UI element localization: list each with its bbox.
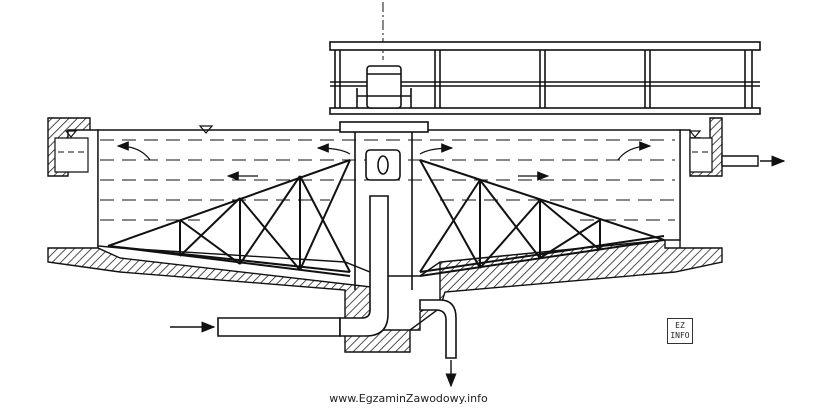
drive-motor <box>356 65 412 109</box>
inlet-pipe <box>217 317 341 337</box>
center-column <box>339 121 429 290</box>
inlet-riser <box>339 195 389 337</box>
logo-line-2: INFO <box>670 331 690 340</box>
flow-arrows <box>116 141 652 181</box>
logo-line-1: EZ <box>675 321 685 330</box>
watermark-url: www.EgzaminZawodowy.info <box>329 392 488 405</box>
left-launder <box>54 137 89 173</box>
ez-info-logo: EZ INFO <box>667 318 693 344</box>
scraper-truss-left <box>107 159 351 277</box>
effluent-pipe <box>721 155 759 167</box>
scraper-truss-right <box>419 159 665 277</box>
sludge-outlet <box>419 299 457 359</box>
water-level-symbol <box>64 125 702 138</box>
right-launder <box>689 137 713 173</box>
